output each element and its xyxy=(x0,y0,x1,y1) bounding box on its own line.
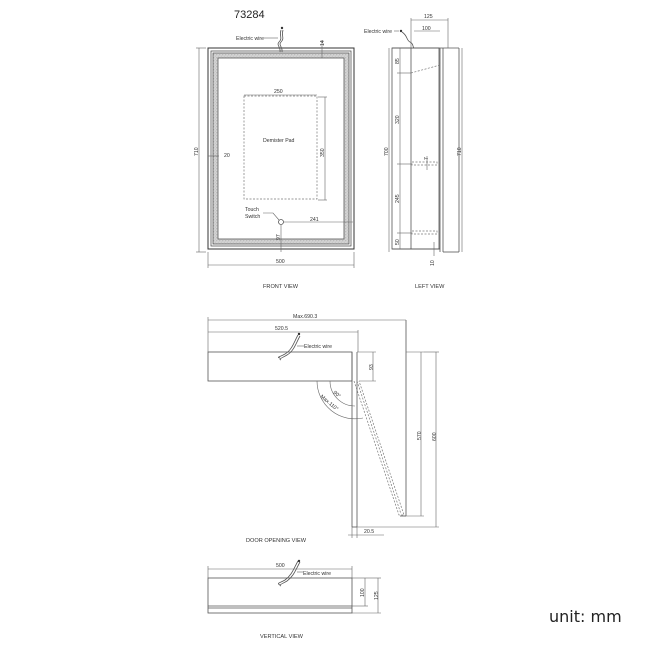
dim-depth-inner: 100 xyxy=(360,588,366,597)
dim-frame: 14 xyxy=(320,40,326,46)
demister-pad xyxy=(243,95,318,200)
dim-switch-x: 241 xyxy=(310,217,319,223)
front-view: Electric wire 14 Demister Pad 250 350 71… xyxy=(194,26,355,290)
dim-base: 10 xyxy=(430,260,436,266)
dim-switch-y: 97 xyxy=(276,234,282,240)
electric-wire-label: Electric wire xyxy=(364,29,392,35)
dim-lower: 245 xyxy=(395,194,401,203)
mirror-outer-frame xyxy=(207,47,355,250)
electric-wire-label: Electric wire xyxy=(303,571,331,577)
touch-switch-icon xyxy=(278,219,284,225)
led-border xyxy=(213,53,349,244)
left-view-label: LEFT VIEW xyxy=(415,284,445,290)
dim-outer: 600 xyxy=(432,432,438,441)
electric-wire-label: Electric wire xyxy=(236,36,264,42)
model-number: 73284 xyxy=(234,9,265,21)
dim-pad-height: 350 xyxy=(320,148,326,157)
dim-upper: 320 xyxy=(395,115,401,124)
dim-total-height: 710 xyxy=(457,147,463,156)
electric-wire-label: Electric wire xyxy=(304,344,332,350)
shelf-lower xyxy=(411,230,438,235)
dim-width: 500 xyxy=(276,563,285,569)
electric-wire xyxy=(277,29,282,53)
dim-angle-90: 90° xyxy=(332,390,342,400)
door-opening-view-label: DOOR OPENING VIEW xyxy=(246,538,307,544)
dim-side-margin: 20 xyxy=(224,153,230,159)
dim-max-total: Max.690.3 xyxy=(293,314,317,320)
front-view-label: FRONT VIEW xyxy=(263,284,299,290)
electric-wire xyxy=(277,560,299,586)
dim-height: 710 xyxy=(194,147,200,156)
shelf-upper xyxy=(411,161,438,166)
dim-width: 500 xyxy=(276,259,285,265)
dim-depth-inner: 100 xyxy=(422,26,431,32)
dim-inner-height: 700 xyxy=(384,147,390,156)
unit-label: unit: mm xyxy=(549,607,622,626)
touch-switch-label-1: Touch xyxy=(245,207,259,213)
dim-depth-total: 125 xyxy=(374,591,380,600)
dim-pad-width: 250 xyxy=(274,89,283,95)
dim-bottom: 50 xyxy=(395,239,401,245)
electric-wire xyxy=(401,31,415,49)
dim-inner: 570 xyxy=(417,431,423,440)
touch-switch-label-2: Switch xyxy=(245,214,260,220)
dim-top: 85 xyxy=(395,58,401,64)
vertical-view-label: VERTICAL VIEW xyxy=(260,634,304,640)
demister-pad-label: Demister Pad xyxy=(263,138,295,144)
electric-wire xyxy=(277,334,299,359)
vertical-view: Electric wire 500 100 125 VERTICAL VIEW xyxy=(207,559,381,640)
dim-depth-total: 125 xyxy=(424,14,433,20)
dim-width: 520.5 xyxy=(275,326,288,332)
dim-gap: 20.5 xyxy=(364,529,374,535)
left-view: Electric wire 125 100 85 320 245 50 700 … xyxy=(364,14,463,290)
dim-shelf: 7 xyxy=(424,157,430,160)
dim-offset: 93 xyxy=(369,364,375,370)
door-opening-view: Electric wire Max.690.3 520.5 93 90° Max… xyxy=(207,314,439,544)
